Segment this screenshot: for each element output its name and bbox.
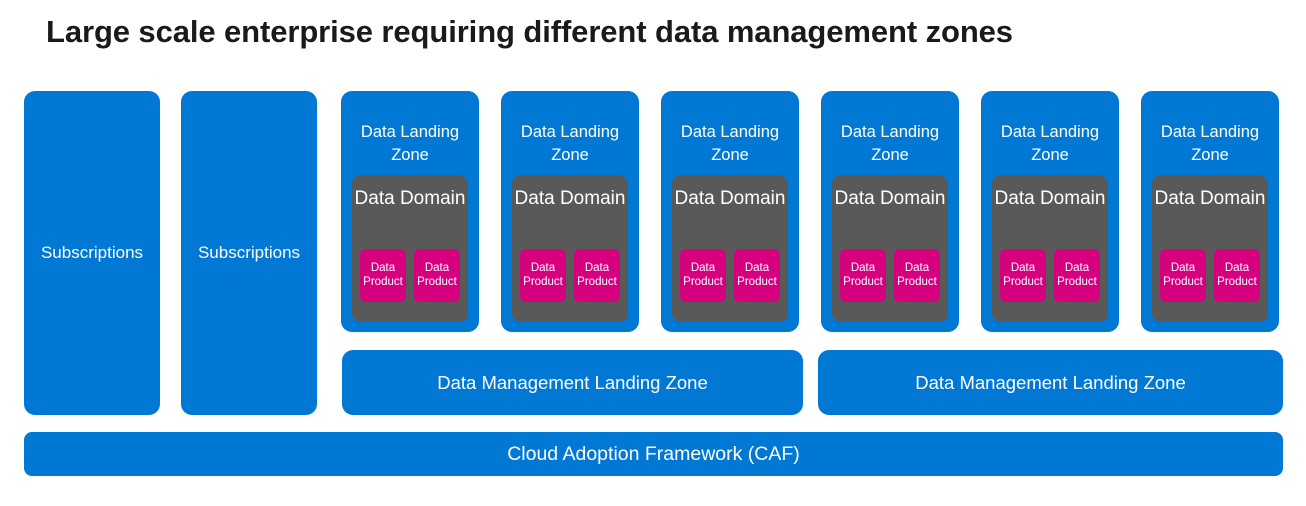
data-domain-6[interactable]: Data Domain Data Product Data Product [1152,175,1268,322]
data-management-landing-zone-1[interactable]: Data Management Landing Zone [342,350,803,415]
data-domain-label: Data Domain [354,188,466,209]
data-management-landing-zone-label: Data Management Landing Zone [437,371,708,393]
data-landing-zone-label: Data Landing Zone [1000,123,1100,164]
data-product[interactable]: Data Product [520,249,566,302]
data-landing-zone-5[interactable]: Data Landing Zone Data Domain Data Produ… [981,91,1119,332]
data-landing-zone-label: Data Landing Zone [680,123,780,164]
data-domain-2[interactable]: Data Domain Data Product Data Product [512,175,628,322]
data-product-row: Data Product Data Product [520,249,620,302]
data-product-row: Data Product Data Product [1160,249,1260,302]
data-management-landing-zone-label: Data Management Landing Zone [915,371,1186,393]
data-product[interactable]: Data Product [1000,249,1046,302]
data-product[interactable]: Data Product [734,249,780,302]
data-landing-zone-label: Data Landing Zone [520,123,620,164]
data-domain-3[interactable]: Data Domain Data Product Data Product [672,175,788,322]
data-landing-zone-6[interactable]: Data Landing Zone Data Domain Data Produ… [1141,91,1279,332]
data-product[interactable]: Data Product [574,249,620,302]
data-product-label: Data Product [1217,262,1257,288]
data-product-label: Data Product [1057,262,1097,288]
data-product[interactable]: Data Product [1054,249,1100,302]
cloud-adoption-framework-label: Cloud Adoption Framework (CAF) [507,443,800,465]
data-domain-label: Data Domain [1154,188,1266,209]
data-product[interactable]: Data Product [680,249,726,302]
data-landing-zone-2[interactable]: Data Landing Zone Data Domain Data Produ… [501,91,639,332]
data-product[interactable]: Data Product [360,249,406,302]
data-domain-label: Data Domain [994,188,1106,209]
data-product-label: Data Product [1003,262,1043,288]
data-product-label: Data Product [523,262,563,288]
data-landing-zone-1[interactable]: Data Landing Zone Data Domain Data Produ… [341,91,479,332]
data-domain-label: Data Domain [834,188,946,209]
data-domain-label: Data Domain [514,188,626,209]
data-product-label: Data Product [577,262,617,288]
cloud-adoption-framework-bar[interactable]: Cloud Adoption Framework (CAF) [24,432,1283,476]
data-product[interactable]: Data Product [840,249,886,302]
data-product-label: Data Product [843,262,883,288]
page-title: Large scale enterprise requiring differe… [46,14,1013,49]
subscriptions-label: Subscriptions [197,243,301,262]
data-product-label: Data Product [363,262,403,288]
data-product-row: Data Product Data Product [840,249,940,302]
data-landing-zone-3[interactable]: Data Landing Zone Data Domain Data Produ… [661,91,799,332]
data-product[interactable]: Data Product [1214,249,1260,302]
data-product[interactable]: Data Product [894,249,940,302]
data-landing-zone-label: Data Landing Zone [360,123,460,164]
data-landing-zone-4[interactable]: Data Landing Zone Data Domain Data Produ… [821,91,959,332]
data-product-row: Data Product Data Product [360,249,460,302]
data-management-landing-zone-2[interactable]: Data Management Landing Zone [818,350,1283,415]
data-landing-zone-label: Data Landing Zone [840,123,940,164]
subscriptions-column-1[interactable]: Subscriptions [24,91,160,415]
data-product-label: Data Product [897,262,937,288]
data-domain-4[interactable]: Data Domain Data Product Data Product [832,175,948,322]
data-product-row: Data Product Data Product [1000,249,1100,302]
data-product-label: Data Product [417,262,457,288]
data-product-label: Data Product [1163,262,1203,288]
data-product[interactable]: Data Product [1160,249,1206,302]
subscriptions-label: Subscriptions [40,243,144,262]
data-domain-1[interactable]: Data Domain Data Product Data Product [352,175,468,322]
data-product[interactable]: Data Product [414,249,460,302]
data-product-label: Data Product [683,262,723,288]
data-product-label: Data Product [737,262,777,288]
subscriptions-column-2[interactable]: Subscriptions [181,91,317,415]
data-domain-label: Data Domain [674,188,786,209]
data-domain-5[interactable]: Data Domain Data Product Data Product [992,175,1108,322]
data-landing-zone-label: Data Landing Zone [1160,123,1260,164]
data-product-row: Data Product Data Product [680,249,780,302]
